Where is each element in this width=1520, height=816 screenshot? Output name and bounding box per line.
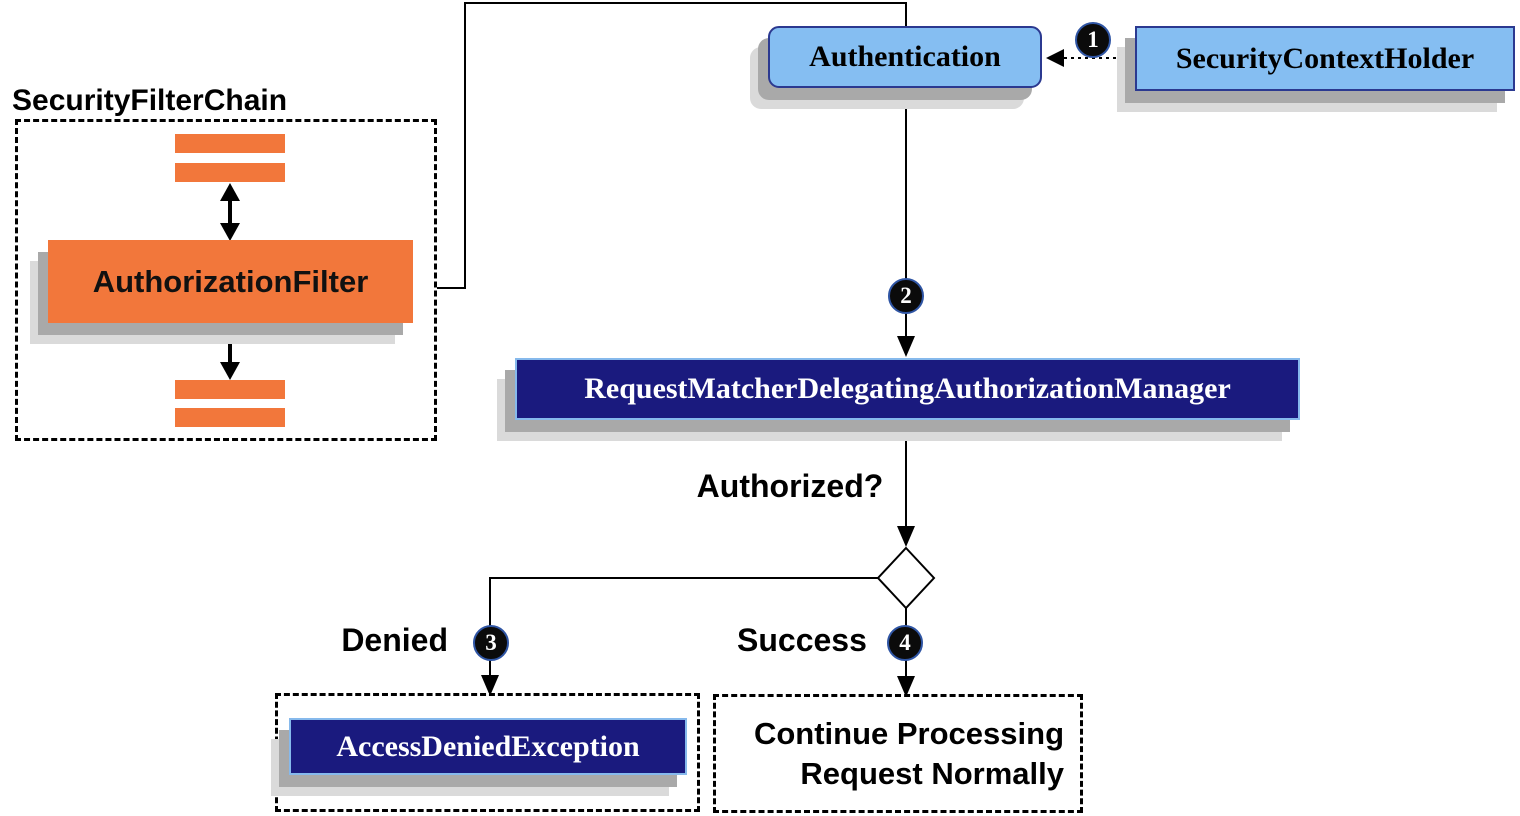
authorization-filter-node: AuthorizationFilter [48, 240, 413, 323]
double-arrow-bottom-down-icon [220, 362, 240, 380]
double-arrow-bottom-up-icon [220, 323, 240, 341]
authorization-manager-node: RequestMatcherDelegatingAuthorizationMan… [515, 358, 1300, 420]
filter-placeholder-bar [175, 408, 285, 427]
double-arrow-top-up-icon [220, 183, 240, 201]
step-4-badge: 4 [887, 625, 923, 661]
connector-filter-to-manager [437, 2, 907, 340]
arrowhead-into-decision-icon [897, 526, 915, 547]
filter-placeholder-bar [175, 380, 285, 399]
security-context-holder-node: SecurityContextHolder [1135, 26, 1515, 91]
double-arrow-top-down-icon [220, 223, 240, 241]
step-1-badge: 1 [1075, 22, 1111, 58]
security-filter-chain-title: SecurityFilterChain [12, 84, 288, 117]
filter-placeholder-bar [175, 134, 285, 153]
security-filter-chain-box [15, 119, 437, 441]
arrowhead-into-manager-icon [897, 336, 915, 357]
authorized-question-label: Authorized? [696, 468, 884, 504]
filter-placeholder-bar [175, 163, 285, 182]
access-denied-exception-node: AccessDeniedException [289, 718, 687, 775]
arrowhead-into-denied-box-icon [481, 675, 499, 696]
step-2-badge: 2 [888, 278, 924, 314]
decision-diamond [876, 546, 936, 610]
step-3-badge: 3 [473, 625, 509, 661]
success-outcome-box: Continue Processing Request Normally [713, 694, 1083, 813]
continue-processing-line2: Request Normally [800, 755, 1064, 791]
arrowhead-into-authentication-icon [1046, 49, 1064, 67]
success-label: Success [737, 622, 867, 658]
authentication-node: Authentication [768, 26, 1042, 88]
continue-processing-line1: Continue Processing [753, 715, 1064, 751]
arrowhead-into-success-box-icon [897, 676, 915, 697]
denied-label: Denied [341, 622, 448, 658]
